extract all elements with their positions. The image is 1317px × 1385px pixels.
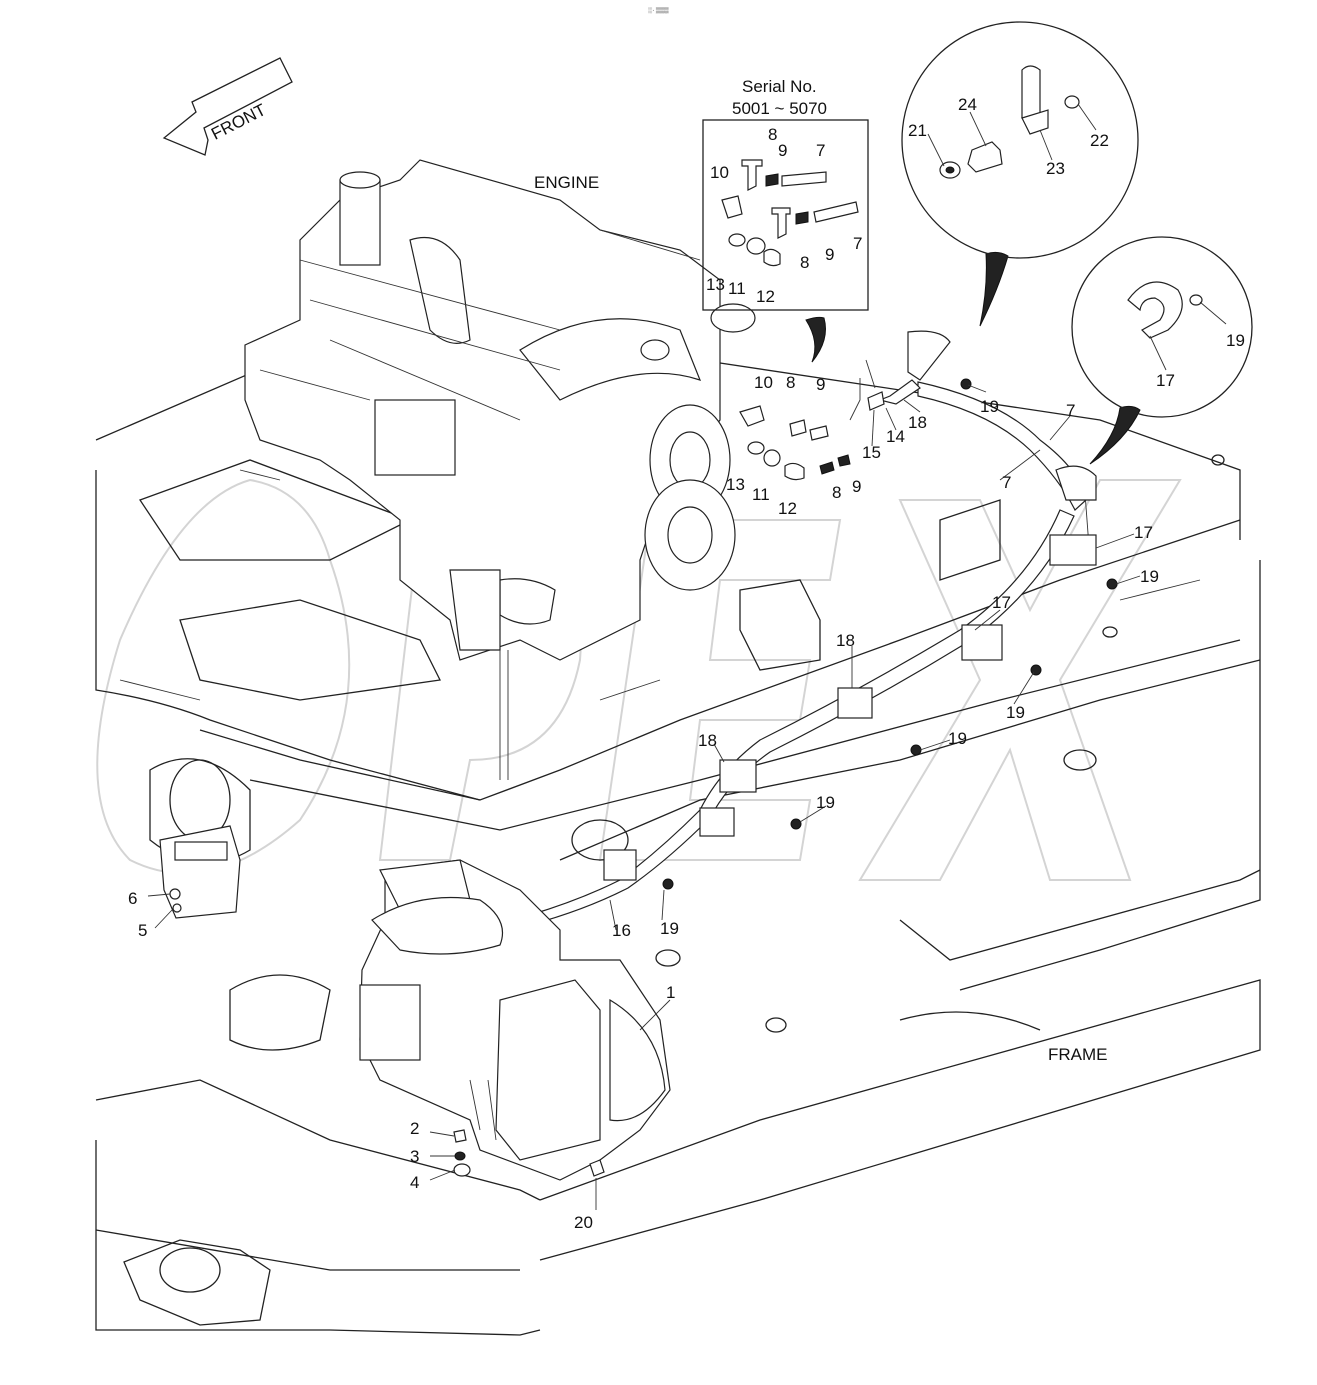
callout-7a: 7 — [816, 141, 825, 160]
callout-8d: 8 — [832, 483, 841, 502]
callout-9b: 9 — [825, 245, 834, 264]
engine-assembly — [244, 159, 756, 780]
callout-17c: 17 — [992, 593, 1011, 612]
callout-19d: 19 — [1006, 703, 1025, 722]
hose-assembly — [529, 330, 1097, 926]
detail-circle-a — [901, 21, 1139, 259]
callout-13a: 13 — [706, 275, 725, 294]
callout-12b: 12 — [778, 499, 797, 518]
callout-14: 14 — [886, 427, 905, 446]
callout-22: 22 — [1090, 131, 1109, 150]
callout-2: 2 — [410, 1119, 419, 1138]
callout-7b: 7 — [853, 234, 862, 253]
callout-9d: 9 — [852, 477, 861, 496]
callout-5: 5 — [138, 921, 147, 940]
callout-7d: 7 — [1002, 473, 1011, 492]
pointer-serial — [805, 316, 826, 363]
callout-18a: 18 — [908, 413, 927, 432]
callout-19g: 19 — [660, 919, 679, 938]
pointer-detail-a — [979, 251, 1009, 327]
top-mark: ░· ▒▒▒ — [648, 7, 669, 14]
callout-10b: 10 — [754, 373, 773, 392]
serial-line-2: 5001 ~ 5070 — [732, 99, 827, 118]
callout-18c: 18 — [698, 731, 717, 750]
leader-lines — [147, 103, 1227, 1210]
callout-9c: 9 — [816, 375, 825, 394]
callout-3: 3 — [410, 1147, 419, 1166]
serial-inset: Serial No. 5001 ~ 5070 — [702, 77, 869, 311]
callout-19b: 19 — [980, 397, 999, 416]
callout-19e: 19 — [948, 729, 967, 748]
front-label: FRONT — [208, 100, 269, 144]
front-arrow: FRONT — [162, 57, 293, 156]
callout-4: 4 — [410, 1173, 419, 1192]
callout-20: 20 — [574, 1213, 593, 1232]
callout-19c: 19 — [1140, 567, 1159, 586]
callout-9a: 9 — [778, 141, 787, 160]
callout-17a: 17 — [1156, 371, 1175, 390]
callout-15: 15 — [862, 443, 881, 462]
callout-1: 1 — [666, 983, 675, 1002]
frame-label: FRAME — [1048, 1045, 1108, 1064]
hardware — [169, 378, 1118, 1177]
callout-6: 6 — [128, 889, 137, 908]
callout-8b: 8 — [800, 253, 809, 272]
serial-line-1: Serial No. — [742, 77, 817, 96]
callout-10a: 10 — [710, 163, 729, 182]
engine-label: ENGINE — [534, 173, 599, 192]
callout-11b: 11 — [752, 485, 770, 504]
callout-24: 24 — [958, 95, 977, 114]
callout-18b: 18 — [836, 631, 855, 650]
pointer-detail-b — [1089, 405, 1141, 465]
detail-circle-b — [1071, 236, 1253, 418]
callout-16: 16 — [612, 921, 631, 940]
callout-19f: 19 — [816, 793, 835, 812]
callout-11a: 11 — [728, 279, 746, 298]
callout-21: 21 — [908, 121, 927, 140]
evaporator-unit — [159, 825, 671, 1181]
callout-19a: 19 — [1226, 331, 1245, 350]
callout-13b: 13 — [726, 475, 745, 494]
callout-17b: 17 — [1134, 523, 1153, 542]
callouts: 1 2 3 4 5 6 7 7 7 7 8 8 8 8 9 9 9 9 10 1… — [128, 95, 1245, 1232]
callout-8a: 8 — [768, 125, 777, 144]
callout-7c: 7 — [1066, 401, 1075, 420]
callout-23: 23 — [1046, 159, 1065, 178]
callout-8c: 8 — [786, 373, 795, 392]
callout-12a: 12 — [756, 287, 775, 306]
